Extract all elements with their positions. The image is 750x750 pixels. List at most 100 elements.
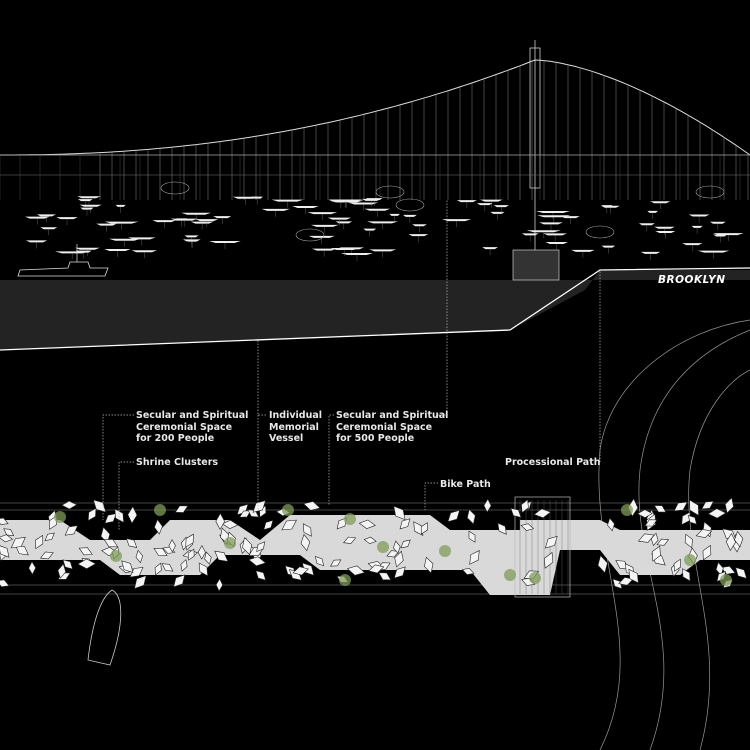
memorial-vessel-plan (248, 556, 267, 567)
memorial-vessel-plan (682, 568, 691, 582)
tree (54, 511, 66, 523)
memorial-vessel (691, 225, 703, 228)
memorial-vessel (363, 228, 377, 231)
memorial-vessel-plan (303, 501, 321, 511)
memorial-vessel-plan (87, 507, 97, 522)
memorial-vessel-plan (653, 505, 667, 513)
memorial-vessel (152, 220, 177, 223)
memorial-vessel (213, 216, 232, 219)
memorial-vessel (340, 253, 374, 256)
bridge-elevation (0, 40, 750, 351)
tree (439, 545, 451, 557)
memorial-vessel (261, 208, 290, 211)
memorial-vessel (650, 201, 671, 204)
memorial-vessel-plan (656, 538, 670, 546)
memorial-vessel-plan (637, 509, 653, 518)
memorial-vessel-plan (180, 559, 188, 572)
memorial-vessel (521, 233, 539, 236)
shrine-cluster (585, 225, 615, 239)
memorial-vessel (24, 216, 50, 219)
leader-lines (102, 200, 601, 530)
memorial-vessel-plan (3, 528, 15, 537)
memorial-vessel (307, 212, 338, 215)
memorial-vessel (232, 196, 258, 199)
memorial-vessel-plan (263, 519, 274, 531)
memorial-vessel-plan (239, 510, 252, 518)
memorial-vessel-plan (300, 533, 311, 552)
tree (282, 504, 294, 516)
memorial-vessel (75, 250, 92, 253)
memorial-vessel (709, 221, 726, 224)
memorial-vessel (348, 202, 379, 205)
memorial-vessel (545, 241, 568, 244)
memorial-vessel (601, 245, 616, 248)
memorial-vessel (131, 250, 157, 253)
memorial-vessel (537, 215, 571, 218)
memorial-vessel (682, 243, 703, 246)
memorial-vessel-plan (0, 544, 10, 558)
memorial-vessel-plan (378, 572, 392, 581)
memorial-vessel-plan (121, 560, 134, 573)
memorial-vessel (190, 221, 214, 224)
tower-pier (512, 249, 560, 281)
memorial-vessel (480, 199, 503, 202)
memorial-vessel (74, 247, 100, 250)
memorial-vessel-plan (154, 518, 163, 535)
memorial-vessel-plan (724, 497, 734, 514)
ceremonial-500-top-leader (438, 200, 448, 416)
ceremonial-200-leader (102, 414, 134, 520)
memorial-vessel-plan (44, 532, 55, 541)
site-plan (0, 319, 750, 750)
memorial-vessel (181, 212, 211, 215)
memorial-vessel-plan (0, 579, 10, 588)
memorial-vessel-plan (695, 528, 713, 539)
memorial-vessel-plan (215, 512, 225, 531)
memorial-vessel-plan (544, 535, 558, 549)
memorial-vessel (571, 249, 595, 252)
memorial-vessel-plan (650, 532, 659, 547)
memorial-vessel-plan (252, 500, 267, 513)
shrine-cluster (695, 185, 725, 199)
memorial-vessel-plan (520, 523, 535, 531)
memorial-vessel-plan (533, 508, 552, 519)
shrine-clusters-leader (118, 461, 134, 530)
label-shrine-clusters: Shrine Clusters (136, 457, 219, 468)
memorial-vessel (184, 235, 199, 238)
memorial-vessel (104, 248, 131, 251)
memorial-vessel-plan (153, 547, 168, 556)
memorial-vessel-plan (168, 539, 176, 553)
memorial-vessel (327, 217, 352, 220)
memorial-vessel (412, 224, 427, 227)
memorial-vessel (182, 239, 201, 242)
memorial-vessel (78, 199, 93, 202)
label-bike-path: Bike Path (440, 479, 491, 490)
memorial-vessel-plan (447, 509, 461, 523)
memorial-vessel-plan (424, 556, 434, 574)
memorial-vessel (96, 223, 117, 226)
memorial-vessel (109, 238, 141, 241)
memorial-vessel (655, 230, 676, 233)
memorial-vessel-plan (197, 544, 206, 560)
terrain-contour (688, 369, 750, 750)
memorial-vessel (36, 214, 56, 217)
memorial-vessel (335, 221, 353, 224)
memorial-vessel-plan (39, 551, 54, 560)
memorial-vessel (80, 207, 94, 210)
memorial-vessel-plan (61, 500, 78, 510)
memorial-vessel-plan (104, 513, 117, 524)
memorial-vessel-plan (673, 558, 682, 572)
shrine-cluster (395, 198, 425, 212)
memorial-vessel-plan (607, 517, 615, 532)
terrain-contour (598, 319, 750, 750)
memorial-vessel (408, 234, 429, 237)
memorial-vessel-plan (497, 522, 507, 535)
memorial-vessel-plan (651, 545, 661, 562)
memorial-vessel-plan (135, 549, 144, 564)
shoreline (0, 267, 750, 351)
tree (684, 554, 696, 566)
memorial-vessel-plan (689, 499, 699, 516)
memorial-vessel-plan (0, 517, 9, 525)
memorial-vessel (25, 240, 48, 243)
memorial-vessel-plan (154, 562, 162, 576)
